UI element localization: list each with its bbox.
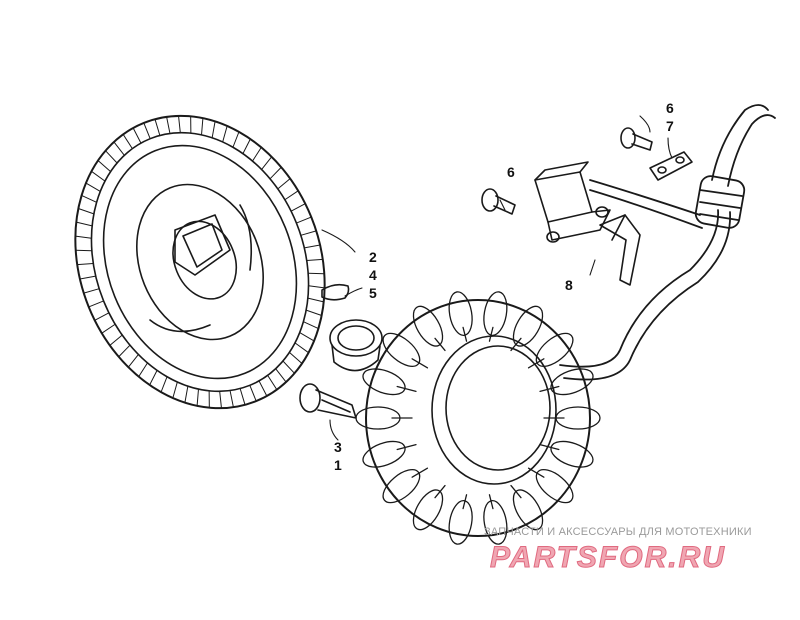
flywheel-hub — [149, 204, 253, 333]
woodruff-key — [321, 283, 350, 301]
wire-clamp — [649, 151, 693, 181]
callout-2: 2 — [369, 249, 377, 265]
callout-6-top: 6 — [666, 100, 674, 116]
stator-windings — [355, 291, 601, 545]
leader-lines — [321, 115, 673, 441]
stator — [365, 299, 591, 537]
spacer-collar — [329, 319, 383, 372]
sensor-screw — [481, 188, 516, 215]
callout-6-left: 6 — [507, 164, 515, 180]
watermark-subtitle: ЗАПЧАСТИ И АКСЕССУАРЫ ДЛЯ МОТОТЕХНИКИ — [484, 526, 752, 538]
callout-5: 5 — [369, 285, 377, 301]
callout-4: 4 — [369, 267, 377, 283]
callout-1: 1 — [334, 457, 342, 473]
sensor-bracket — [599, 214, 641, 286]
watermark-logo: PARTSFOR.RU — [490, 541, 726, 575]
callout-labels: 2 4 5 3 1 6 7 6 8 — [334, 100, 674, 473]
callout-7: 7 — [666, 118, 674, 134]
bracket-screw — [620, 127, 653, 151]
wire-harness — [559, 104, 776, 381]
flywheel-teeth — [74, 115, 326, 409]
pickup-sensor — [534, 161, 611, 243]
callout-3: 3 — [334, 439, 342, 455]
flywheel-bolt — [299, 383, 357, 419]
callout-8: 8 — [565, 277, 573, 293]
